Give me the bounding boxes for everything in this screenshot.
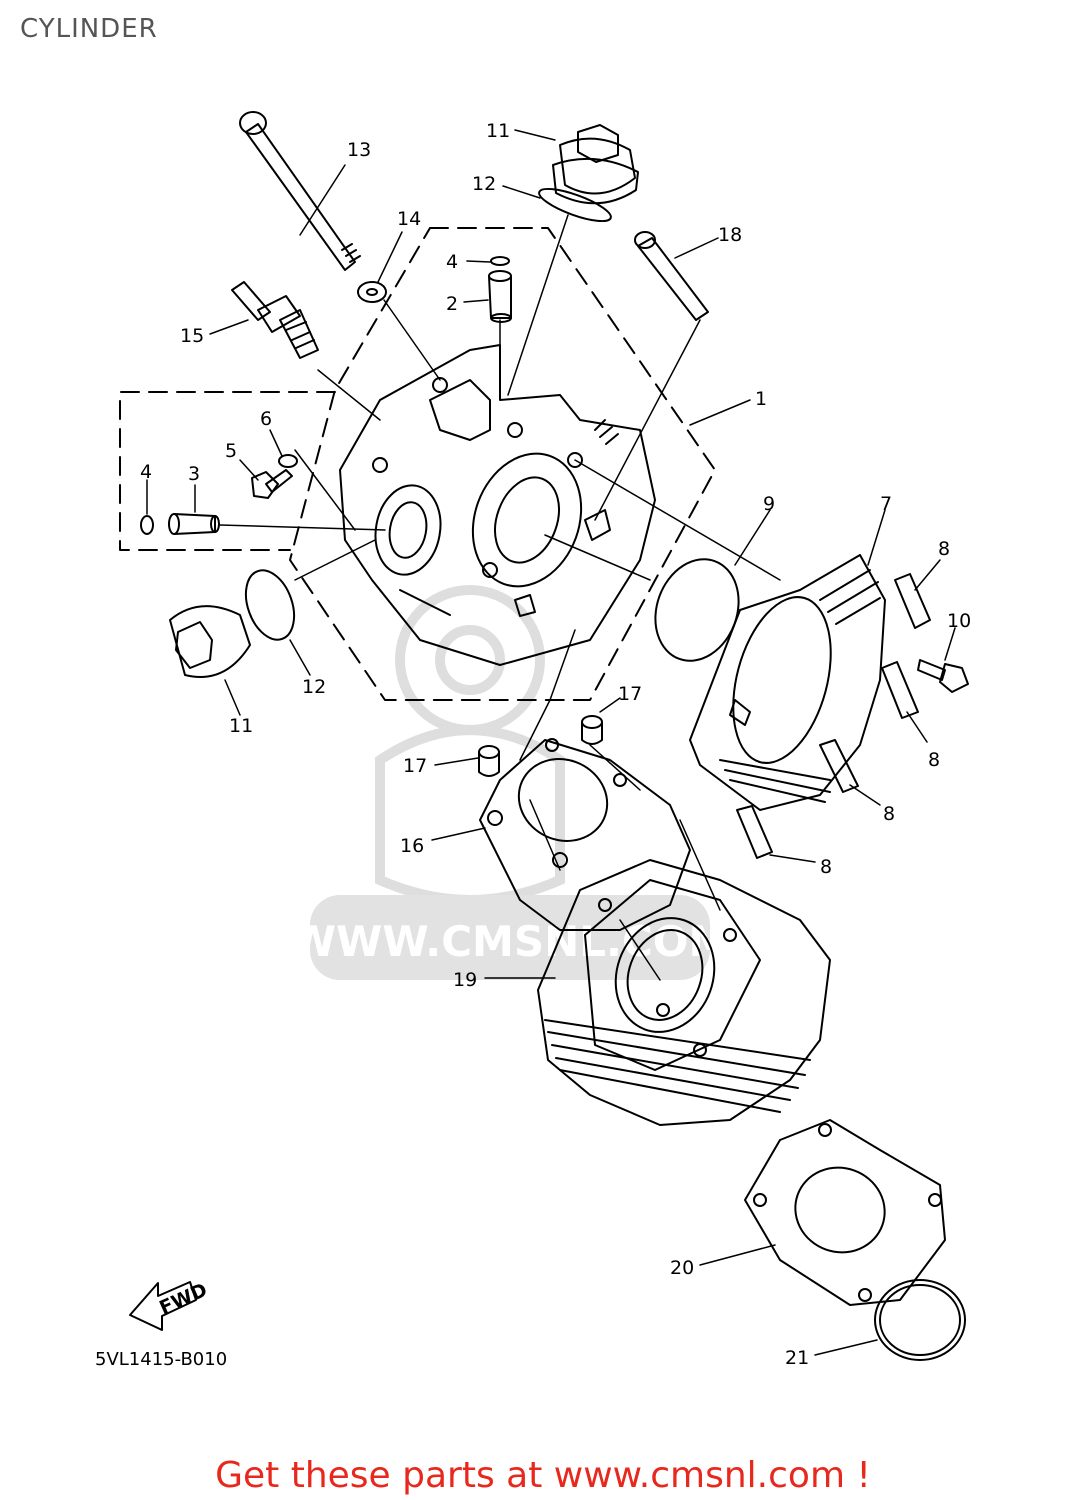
- callout-12-left: 12: [302, 676, 326, 698]
- callout-19: 19: [453, 969, 477, 991]
- callout-20: 20: [670, 1257, 694, 1279]
- dowel-pin-17-right: [581, 715, 603, 745]
- cylinder-head-1: [339, 344, 656, 666]
- callout-10: 10: [947, 610, 971, 632]
- cylinder-head-dashed-outline: [289, 227, 716, 701]
- plug-cap-11-left: [169, 605, 251, 678]
- o-ring-12-left: [244, 569, 296, 641]
- callout-11-top: 11: [486, 120, 510, 142]
- bolt-5: [251, 469, 293, 499]
- o-ring-9: [654, 558, 740, 662]
- damper-8b: [881, 661, 919, 719]
- diagram-code: 5VL1415-B010: [95, 1349, 228, 1370]
- callout-4-top: 4: [446, 251, 458, 273]
- bolt-18: [634, 231, 709, 321]
- callout-3: 3: [188, 463, 200, 485]
- valve-guide-dashed-outline: [119, 391, 336, 551]
- callout-2: 2: [446, 293, 458, 315]
- valve-guide-2: [488, 256, 512, 323]
- fwd-arrow-icon: [129, 1281, 197, 1331]
- callout-12-top: 12: [472, 173, 496, 195]
- page-title: CYLINDER: [20, 14, 158, 44]
- watermark-band: [310, 895, 710, 980]
- leader-lines: [146, 129, 956, 1356]
- o-ring-21: [874, 1279, 966, 1361]
- head-cover-7: [689, 554, 886, 811]
- parts-link-banner[interactable]: Get these parts at www.cmsnl.com !: [215, 1455, 871, 1496]
- callout-4-left: 4: [140, 461, 152, 483]
- head-bolt-13: [239, 111, 361, 271]
- callout-8-a: 8: [938, 538, 950, 560]
- callout-5: 5: [225, 440, 237, 462]
- exploded-parts-diagram: WWW.CMSNL.COM: [119, 111, 971, 1369]
- dowel-pin-17-left: [478, 745, 500, 777]
- callout-15: 15: [180, 325, 204, 347]
- watermark-text: WWW.CMSNL.COM: [290, 917, 731, 966]
- callout-1: 1: [755, 388, 767, 410]
- base-gasket-20: [744, 1119, 946, 1306]
- callout-13: 13: [347, 139, 371, 161]
- damper-8c: [819, 739, 859, 793]
- cylinder-19: [537, 859, 831, 1126]
- callout-21: 21: [785, 1347, 809, 1369]
- callout-17-right: 17: [618, 683, 642, 705]
- callout-8-b: 8: [928, 749, 940, 771]
- plug-cap-11-top: [552, 124, 639, 205]
- callout-14: 14: [397, 208, 421, 230]
- o-ring-12-top: [538, 187, 612, 223]
- callout-7: 7: [880, 493, 892, 515]
- washer-14: [357, 281, 387, 303]
- callout-8-d: 8: [820, 856, 832, 878]
- spark-plug-15: [231, 281, 319, 359]
- washer-6: [278, 454, 298, 468]
- damper-8d: [736, 805, 773, 859]
- damper-8a: [894, 573, 931, 629]
- callout-17-left: 17: [403, 755, 427, 777]
- bolt-10: [917, 659, 969, 693]
- callout-8-c: 8: [883, 803, 895, 825]
- callouts: 13 14 11 12 18 4 2 15 1 6 5 4 3 9 7 8 10…: [140, 120, 971, 1369]
- callout-6: 6: [260, 408, 272, 430]
- callout-9: 9: [763, 493, 775, 515]
- callout-16: 16: [400, 835, 424, 857]
- callout-11-left: 11: [229, 715, 253, 737]
- clip-4-left: [140, 515, 154, 535]
- valve-guide-3: [168, 513, 220, 535]
- callout-18: 18: [718, 224, 742, 246]
